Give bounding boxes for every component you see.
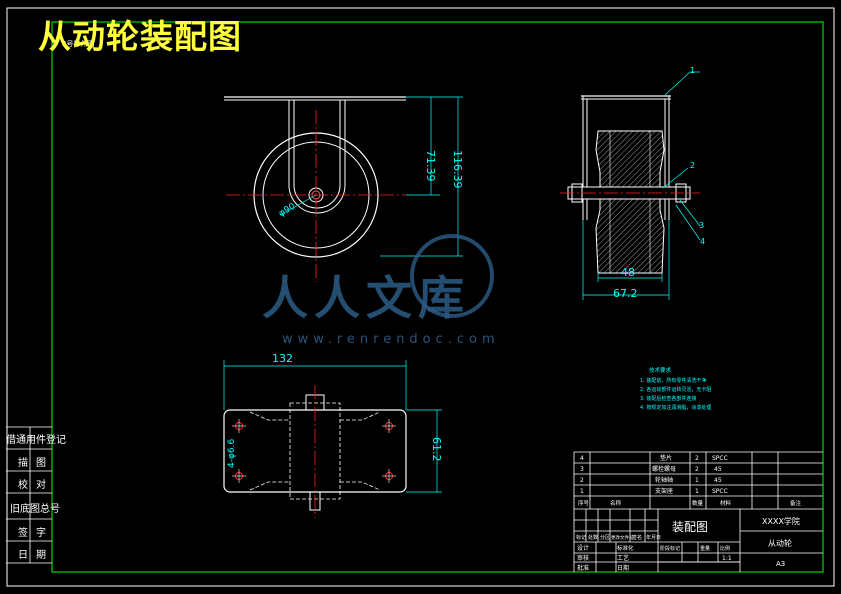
part-row-1-material: SPCC	[712, 455, 728, 462]
title-row-label-count: 处数	[588, 534, 598, 541]
part-row-4-qty: 1	[695, 488, 699, 495]
left-strip-proofread: 校对	[18, 480, 54, 491]
title-row-label-mark: 标记	[576, 534, 586, 541]
technical-notes: 技术要求 1. 装配前，所有零件清洗干净 2. 各运动部件运转灵活，无卡阻 3.…	[640, 366, 711, 411]
title-scale: 1:1	[722, 555, 732, 562]
dim-bottom-length: 132	[272, 352, 293, 365]
parts-header-name: 名称	[610, 499, 622, 507]
title-row-label-sign: 签名	[632, 534, 642, 541]
bottom-view: 132 61.2 4-φ6.6	[223, 352, 443, 518]
part-row-2-name: 螺栓螺母	[652, 465, 676, 473]
title-row-label-change: 更改文件号	[611, 534, 634, 541]
title-check-label: 审核	[577, 554, 589, 562]
dim-bottom-width: 61.2	[430, 437, 443, 462]
title-approve-label: 批准	[577, 564, 589, 572]
part-row-3-material: 45	[714, 477, 722, 484]
part-row-1-no: 4	[580, 455, 584, 462]
part-row-4-name: 支架座	[655, 487, 673, 495]
part-row-1-qty: 2	[695, 455, 699, 462]
dim-bottom-holes: 4-φ6.6	[227, 439, 237, 468]
callout-2: 2	[690, 161, 695, 170]
title-block-lines	[573, 451, 823, 572]
callout-3: 3	[699, 221, 704, 230]
outer-border	[6, 7, 835, 587]
part-row-2-no: 3	[580, 466, 584, 473]
dim-front-width-outer: 67.2	[613, 287, 638, 300]
parts-header-qty: 数量	[692, 499, 704, 507]
title-standard-label: 标准化	[617, 544, 634, 552]
part-row-3-name: 轮轴轴	[655, 476, 673, 484]
title-weight-label: 重量	[700, 545, 710, 552]
callout-4: 4	[700, 237, 705, 246]
inner-frame	[51, 21, 824, 573]
title-part-name: 从动轮	[768, 538, 792, 548]
title-sheet-size: A3	[776, 560, 785, 568]
dim-front-width-inner: 48	[621, 266, 635, 279]
side-view: φ90 71.39 116.39	[224, 96, 464, 282]
parts-list: 4 垫片 2 SPCC 3 螺栓螺母 2 45 2 轮轴轴 1 45 1 支架座…	[578, 454, 802, 507]
left-binding-strip	[6, 426, 52, 564]
parts-header-no: 序号	[578, 499, 590, 507]
part-row-2-qty: 2	[695, 466, 699, 473]
title-school: XXXX学院	[762, 516, 800, 526]
front-view: 1 2 3 4 48 67.2	[560, 66, 705, 300]
left-strip-old-drawing-no: 旧底图总号	[10, 504, 60, 515]
tech-notes-heading: 技术要求	[649, 366, 672, 374]
tech-note-1: 1. 装配前，所有零件清洗干净	[640, 377, 706, 384]
tech-note-3: 3. 装配后检查各部件连接	[640, 395, 696, 402]
part-row-1-name: 垫片	[660, 454, 672, 462]
parts-header-remarks: 备注	[790, 499, 802, 507]
tech-note-2: 2. 各运动部件运转灵活，无卡阻	[640, 386, 711, 393]
part-row-3-qty: 1	[695, 477, 699, 484]
title-row-label-date: 年月日	[646, 534, 661, 541]
title-row-label-zone: 分区	[600, 534, 610, 541]
title-approve-date-label: 日期	[617, 564, 629, 572]
left-strip-date: 日期	[18, 550, 54, 561]
view-label: 2号零件图	[62, 39, 94, 48]
part-row-4-no: 1	[580, 488, 584, 495]
dim-wheel-diameter: φ90	[277, 202, 297, 219]
parts-header-material: 材料	[720, 499, 732, 507]
left-strip-tracing: 描图	[18, 458, 54, 469]
left-strip-register: 借通用件登记	[6, 435, 66, 446]
part-row-2-material: 45	[714, 466, 722, 473]
title-scale-label: 比例	[720, 545, 730, 552]
title-stage-label: 阶段标记	[660, 545, 680, 552]
dim-side-height-short: 71.39	[424, 150, 437, 182]
left-strip-signature: 签字	[18, 528, 54, 539]
title-drawing-name: 装配图	[672, 520, 708, 534]
part-row-3-no: 2	[580, 477, 584, 484]
title-process-label: 工艺	[617, 554, 629, 562]
callout-1: 1	[690, 66, 695, 75]
title-designer-label: 设计	[577, 544, 589, 552]
dim-side-height-long: 116.39	[451, 150, 464, 189]
tech-note-4: 4. 按规定加注润滑脂，涂漆处理	[640, 404, 711, 411]
part-row-4-material: SPCC	[712, 488, 728, 495]
title-block: 装配图 XXXX学院 从动轮 A3 1:1 标记 处数 分区 更改文件号 签名 …	[576, 516, 800, 572]
drawing-title: 从动轮装配图	[38, 17, 242, 56]
